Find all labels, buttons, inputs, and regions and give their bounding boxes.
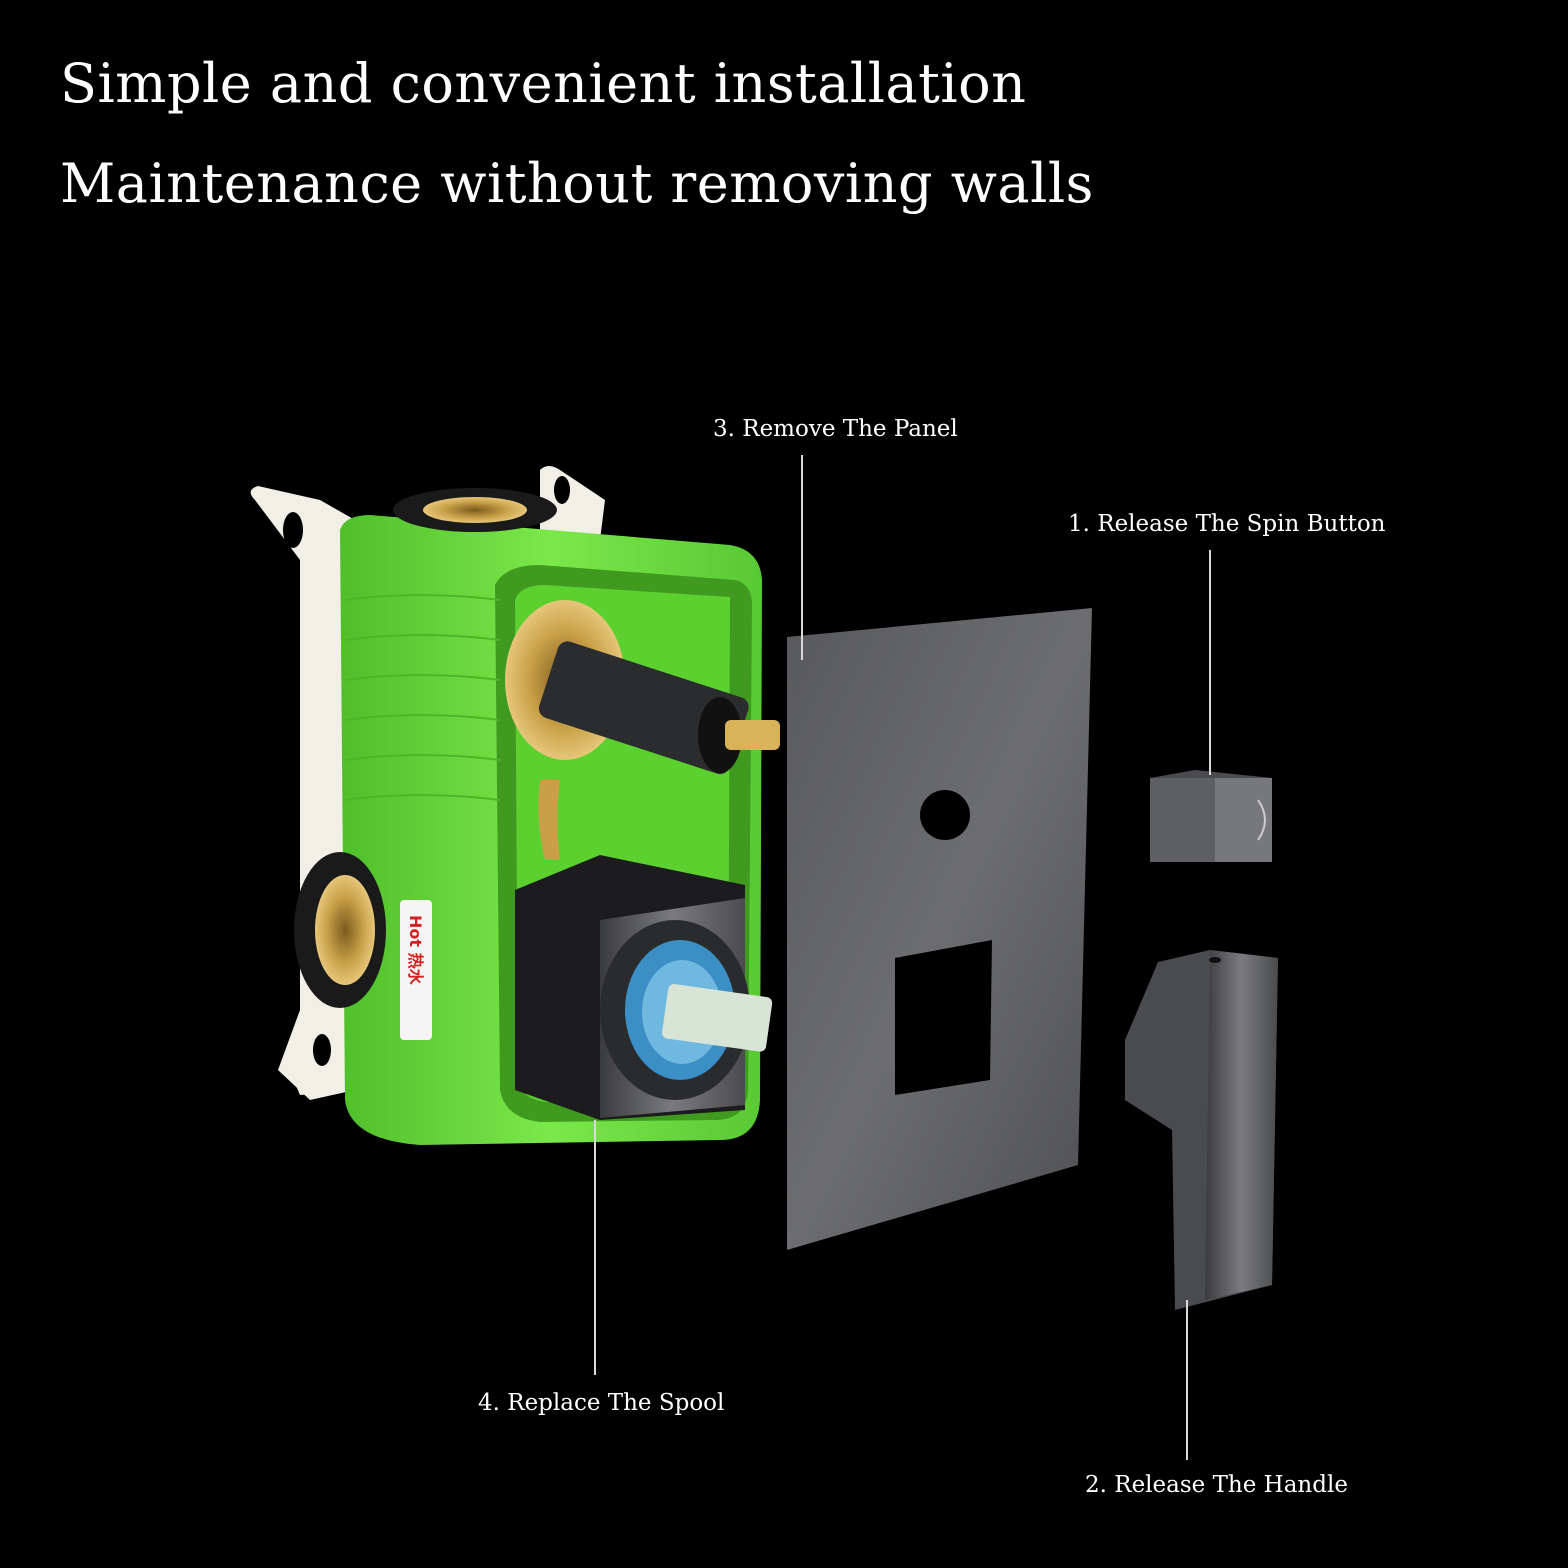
callout-step3: 3. Remove The Panel bbox=[713, 416, 958, 442]
hot-label-text: Hot 热水 bbox=[406, 915, 425, 986]
callout-step2: 2. Release The Handle bbox=[1085, 1472, 1348, 1498]
side-water-port bbox=[294, 852, 386, 1008]
cover-panel bbox=[787, 608, 1092, 1250]
top-water-port bbox=[393, 488, 557, 532]
headline-line-1: Simple and convenient installation bbox=[60, 52, 1027, 115]
spool-block bbox=[515, 855, 773, 1120]
upper-cartridge-stem bbox=[505, 600, 780, 860]
panel-round-hole bbox=[920, 790, 970, 840]
leader-line-step1 bbox=[1209, 550, 1211, 775]
headline-line-2: Maintenance without removing walls bbox=[60, 152, 1094, 215]
hot-water-label: Hot 热水 bbox=[400, 900, 432, 1040]
callout-step4: 4. Replace The Spool bbox=[478, 1390, 725, 1416]
lever-handle bbox=[1125, 950, 1278, 1310]
spin-button bbox=[1150, 770, 1272, 862]
callout-step1: 1. Release The Spin Button bbox=[1068, 511, 1386, 537]
leader-line-step2 bbox=[1186, 1300, 1188, 1460]
panel-square-hole bbox=[895, 940, 992, 1095]
leader-line-step3 bbox=[801, 455, 803, 660]
leader-line-step4 bbox=[594, 1120, 596, 1375]
